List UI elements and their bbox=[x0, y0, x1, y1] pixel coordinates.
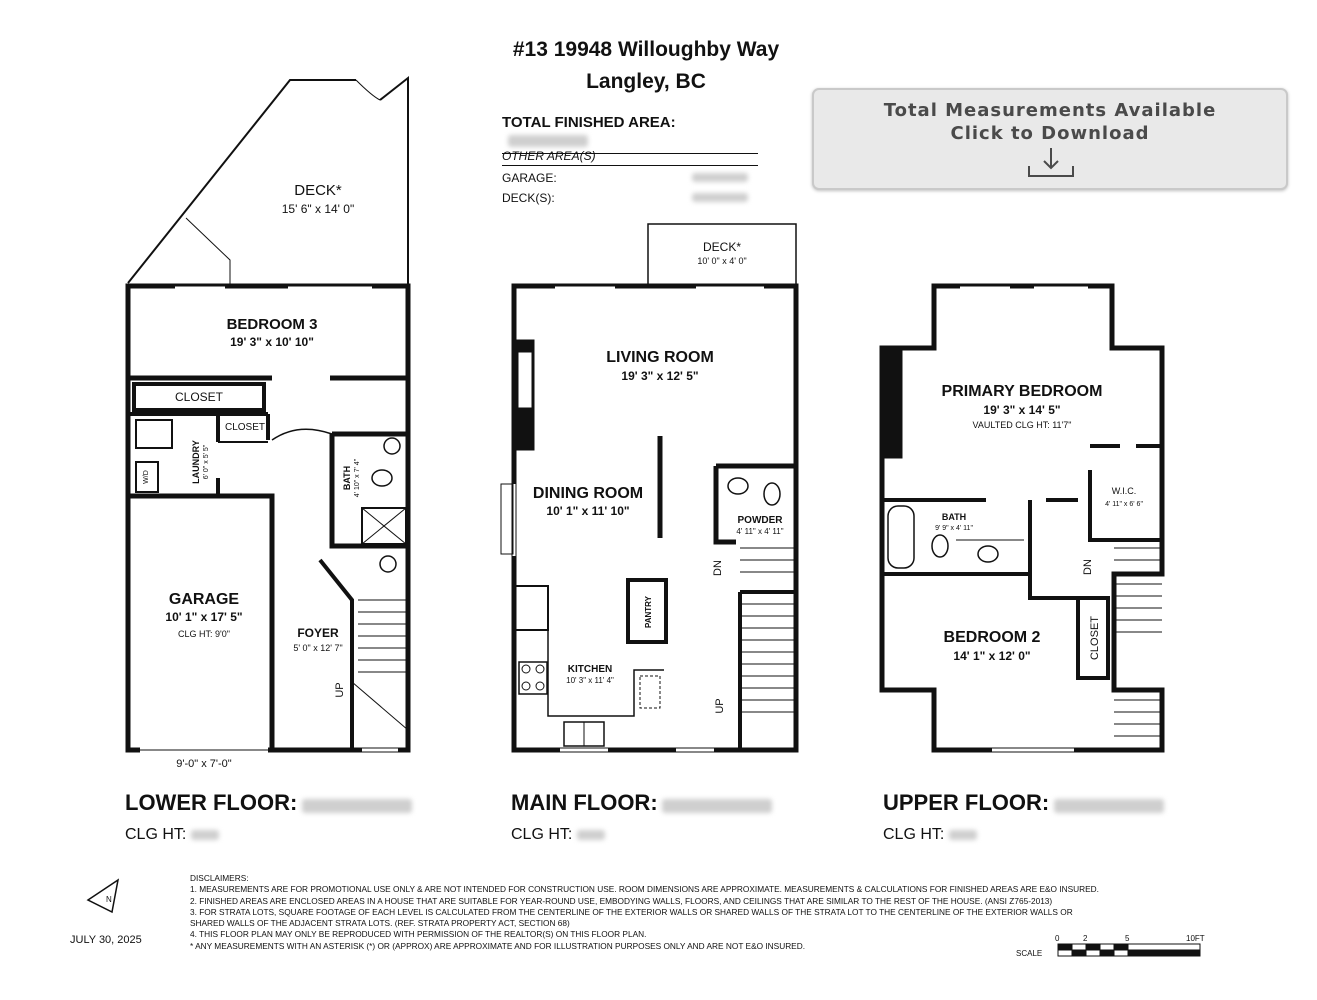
lower-floor-name: LOWER FLOOR: bbox=[125, 790, 298, 815]
upper-closet-name: CLOSET bbox=[1089, 616, 1101, 660]
garage-area-label: GARAGE: bbox=[502, 171, 557, 185]
scale-tick-10: 10FT bbox=[1186, 934, 1205, 943]
download-measurements-button[interactable]: Total Measurements Available Click to Do… bbox=[812, 88, 1288, 190]
main-clg-value bbox=[576, 829, 605, 840]
scale-tick-0: 0 bbox=[1055, 934, 1060, 943]
garage-dims: 10' 1" x 17' 5" bbox=[165, 610, 242, 624]
scale-tick-5: 5 bbox=[1125, 934, 1130, 943]
upper-bath-name: BATH bbox=[942, 512, 966, 522]
disclaimers: DISCLAIMERS: 1. MEASUREMENTS ARE FOR PRO… bbox=[190, 873, 1110, 952]
main-dn-label: DN bbox=[712, 560, 724, 576]
bedroom2-name: BEDROOM 2 bbox=[944, 629, 1041, 646]
lower-deck-dims: 15' 6" x 14' 0" bbox=[282, 202, 354, 216]
upper-floor-area bbox=[1053, 798, 1164, 813]
garage-name: GARAGE bbox=[169, 591, 240, 608]
north-label: N bbox=[106, 895, 112, 904]
main-floor-area bbox=[662, 798, 773, 813]
scale-bar bbox=[1057, 943, 1201, 957]
garage-area-value bbox=[692, 173, 748, 182]
powder-dims: 4' 11" x 4' 11" bbox=[736, 527, 783, 536]
upper-floor-name: UPPER FLOOR: bbox=[883, 790, 1050, 815]
scale-tick-2: 2 bbox=[1083, 934, 1088, 943]
disclaimer-line: SHARED WALLS OF THE ADJACENT STRATA LOTS… bbox=[190, 918, 570, 929]
lower-clg-value bbox=[190, 829, 219, 840]
laundry-name: LAUNDRY bbox=[191, 440, 201, 484]
kitchen-name: KITCHEN bbox=[568, 664, 612, 675]
primary-bedroom-dims: 19' 3" x 14' 5" bbox=[983, 403, 1060, 417]
closet1-name: CLOSET bbox=[175, 390, 224, 404]
wic-dims: 4' 11" x 6' 6" bbox=[1105, 501, 1143, 508]
garage-door-dims: 9'-0" x 7'-0" bbox=[176, 758, 232, 770]
upper-dn-label: DN bbox=[1082, 559, 1094, 575]
bedroom3-name: BEDROOM 3 bbox=[227, 316, 318, 333]
upper-floor-summary: UPPER FLOOR: bbox=[883, 790, 1164, 816]
plan-date: JULY 30, 2025 bbox=[70, 934, 142, 946]
lower-clg-row: CLG HT: bbox=[125, 826, 219, 844]
disclaimer-line: 3. FOR STRATA LOTS, SQUARE FOOTAGE OF EA… bbox=[190, 906, 1073, 917]
lower-up-label: UP bbox=[334, 682, 346, 697]
foyer-dims: 5' 0" x 12' 7" bbox=[293, 643, 342, 653]
wd-name: W/D bbox=[143, 470, 150, 484]
main-clg-row: CLG HT: bbox=[511, 826, 605, 844]
total-finished-area-label: TOTAL FINISHED AREA: bbox=[502, 114, 676, 131]
living-room-name: LIVING ROOM bbox=[606, 349, 714, 366]
download-icon bbox=[1028, 148, 1074, 177]
other-areas-label: OTHER AREA(S) bbox=[502, 149, 758, 166]
deck-area-value bbox=[692, 193, 748, 202]
upper-clg-value bbox=[948, 829, 977, 840]
lower-floor-area bbox=[301, 798, 412, 813]
main-floor-name: MAIN FLOOR: bbox=[511, 790, 658, 815]
pantry-name: PANTRY bbox=[644, 595, 653, 628]
address-line-1: #13 19948 Willoughby Way bbox=[512, 38, 780, 61]
bedroom3-dims: 19' 3" x 10' 10" bbox=[230, 335, 314, 349]
lower-clg-label: CLG HT: bbox=[125, 826, 187, 843]
kitchen-dims: 10' 3" x 11' 4" bbox=[566, 676, 614, 685]
primary-bedroom-name: PRIMARY BEDROOM bbox=[942, 383, 1103, 400]
dining-room-dims: 10' 1" x 11' 10" bbox=[546, 504, 629, 518]
lower-floor-plan bbox=[125, 75, 411, 754]
total-finished-area-value bbox=[508, 134, 588, 147]
upper-floor-plan bbox=[879, 283, 1165, 753]
foyer-name: FOYER bbox=[297, 626, 339, 640]
upper-clg-row: CLG HT: bbox=[883, 826, 977, 844]
lower-bath-name: BATH bbox=[342, 466, 352, 490]
main-deck-dims: 10' 0" x 4' 0" bbox=[697, 256, 746, 266]
wic-name: W.I.C. bbox=[1112, 486, 1137, 496]
disclaimer-line: 2. FINISHED AREAS ARE ENCLOSED AREAS IN … bbox=[190, 895, 1053, 906]
upper-bath-dims: 9' 9" x 4' 11" bbox=[935, 525, 973, 532]
total-finished-area-row: TOTAL FINISHED AREA: bbox=[502, 114, 758, 154]
lower-bath-dims: 4' 10" x 7' 4" bbox=[354, 458, 361, 497]
disclaimer-line: * ANY MEASUREMENTS WITH AN ASTERISK (*) … bbox=[190, 940, 806, 951]
laundry-dims: 6' 0" x 5' 5" bbox=[203, 444, 210, 479]
main-clg-label: CLG HT: bbox=[511, 826, 573, 843]
closet2-name: CLOSET bbox=[225, 422, 265, 433]
north-arrow bbox=[86, 878, 120, 914]
powder-name: POWDER bbox=[738, 515, 784, 526]
main-deck-name: DECK* bbox=[703, 240, 741, 254]
dining-room-name: DINING ROOM bbox=[533, 485, 643, 502]
disclaimer-line: 1. MEASUREMENTS ARE FOR PROMOTIONAL USE … bbox=[190, 884, 1099, 895]
bedroom2-dims: 14' 1" x 12' 0" bbox=[953, 649, 1030, 663]
primary-bedroom-note: VAULTED CLG HT: 11'7" bbox=[973, 420, 1072, 430]
lower-deck-name: DECK* bbox=[294, 182, 342, 199]
living-room-dims: 19' 3" x 12' 5" bbox=[621, 369, 698, 383]
garage-clg: CLG HT: 9'0" bbox=[178, 629, 230, 639]
lower-floor-summary: LOWER FLOOR: bbox=[125, 790, 412, 816]
main-floor-plan bbox=[500, 223, 799, 753]
address-line-2: Langley, BC bbox=[586, 70, 706, 93]
main-up-label: UP bbox=[714, 698, 726, 713]
download-button-line1: Total Measurements Available bbox=[883, 100, 1217, 121]
download-button-line2: Click to Download bbox=[950, 123, 1150, 144]
main-floor-summary: MAIN FLOOR: bbox=[511, 790, 773, 816]
disclaimers-title: DISCLAIMERS: bbox=[190, 873, 249, 883]
scale-label: SCALE bbox=[1016, 949, 1042, 958]
upper-clg-label: CLG HT: bbox=[883, 826, 945, 843]
disclaimer-line: 4. THIS FLOOR PLAN MAY ONLY BE REPRODUCE… bbox=[190, 929, 647, 940]
deck-area-label: DECK(S): bbox=[502, 191, 555, 205]
